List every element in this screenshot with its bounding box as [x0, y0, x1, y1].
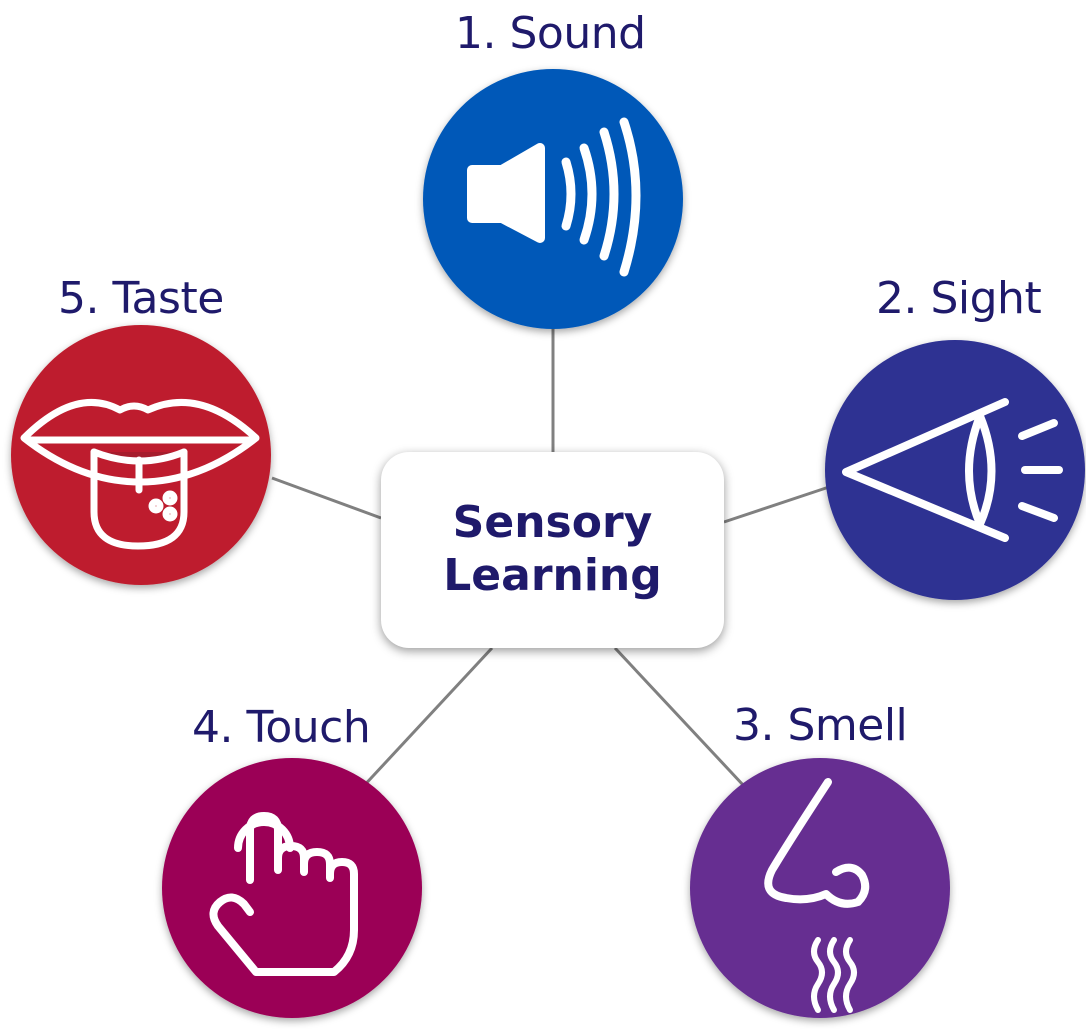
eye-icon — [842, 398, 1063, 542]
center-title-line-1: Sensory — [452, 497, 653, 549]
sight-label: 2. Sight — [876, 273, 1042, 324]
odor-waves-icon — [811, 937, 857, 1013]
smell-circle — [690, 758, 950, 1018]
speaker-icon — [467, 117, 641, 277]
sound-node — [423, 69, 683, 329]
touch-node — [162, 758, 422, 1018]
taste-node — [11, 325, 271, 585]
connector-taste — [271, 476, 382, 520]
smell-label: 3. Smell — [733, 700, 908, 751]
sight-node — [825, 340, 1085, 600]
pointing-hand-icon — [209, 812, 358, 976]
taste-label: 5. Taste — [58, 273, 224, 324]
smell-node — [690, 758, 950, 1018]
nose-icon — [764, 778, 870, 908]
central-concept-box: Sensory Learning — [381, 452, 724, 648]
center-title-line-2: Learning — [443, 550, 662, 601]
sight-circle — [825, 340, 1085, 600]
touch-circle — [162, 758, 422, 1018]
connector-smell — [613, 646, 746, 788]
touch-label: 4. Touch — [192, 702, 371, 753]
sound-label: 1. Sound — [455, 8, 646, 59]
connector-touch — [358, 646, 494, 792]
connector-sight — [723, 484, 833, 524]
sound-circle — [423, 69, 683, 329]
tongue-icon — [20, 398, 260, 550]
